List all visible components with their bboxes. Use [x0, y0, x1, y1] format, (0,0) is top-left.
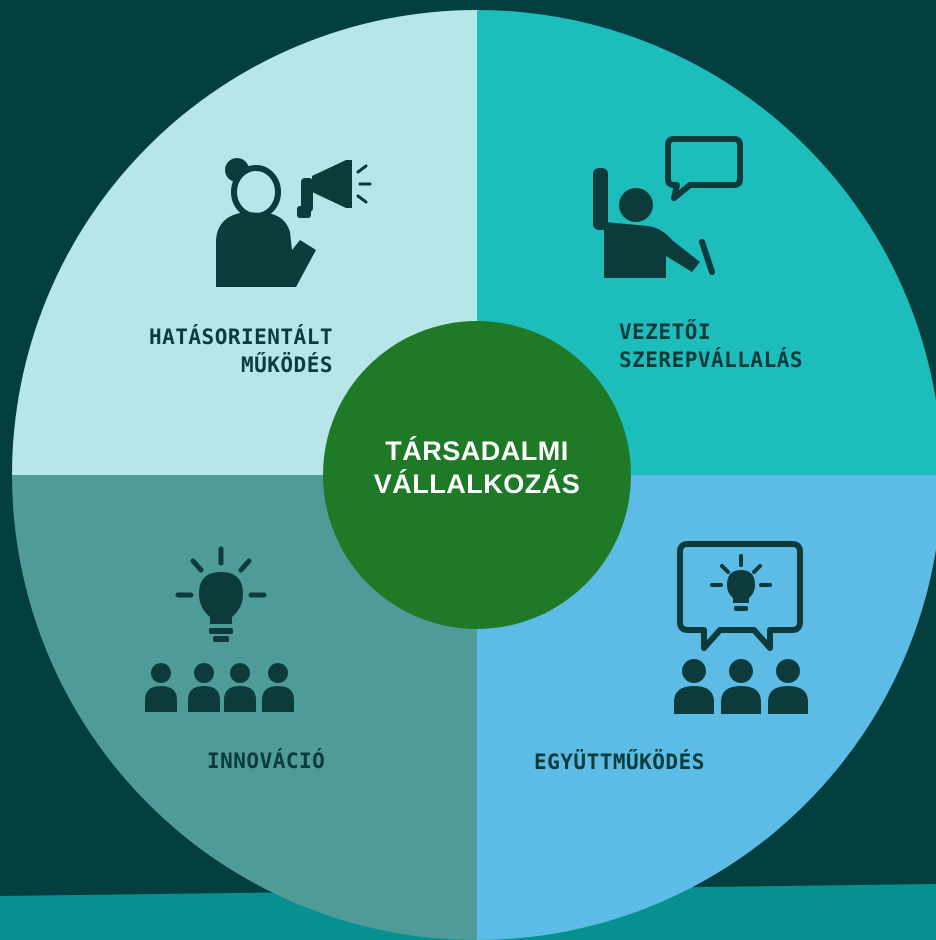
label-hatasorientalt-mukodes: HATÁSORIENTÁLT MŰKÖDÉS	[78, 323, 333, 379]
label-line-2: SZEREPVÁLLALÁS	[619, 348, 804, 372]
label-line-2: MŰKÖDÉS	[240, 353, 333, 377]
lightbulb-group-icon	[145, 546, 294, 712]
center-title-line-2: VÁLLALKOZÁS	[373, 469, 581, 499]
raised-hand-speech-icon	[593, 136, 743, 278]
label-line-1: INNOVÁCIÓ	[207, 749, 326, 773]
label-egyuttmukodes: EGYÜTTMŰKÖDÉS	[534, 748, 705, 776]
center-title: TÁRSADALMI VÁLLALKOZÁS	[322, 435, 632, 501]
center-circle	[323, 321, 631, 629]
label-line-1: VEZETŐI	[619, 320, 712, 344]
label-line-1: EGYÜTTMŰKÖDÉS	[534, 750, 705, 774]
megaphone-person-icon	[216, 158, 372, 287]
label-line-1: HATÁSORIENTÁLT	[148, 325, 333, 349]
label-vezetoi-szerepvallalas: VEZETŐI SZEREPVÁLLALÁS	[619, 318, 803, 374]
presentation-group-icon	[674, 541, 808, 714]
quadrant-top-right	[477, 10, 936, 475]
center-title-line-1: TÁRSADALMI	[385, 436, 569, 466]
label-innovacio: INNOVÁCIÓ	[207, 747, 325, 775]
